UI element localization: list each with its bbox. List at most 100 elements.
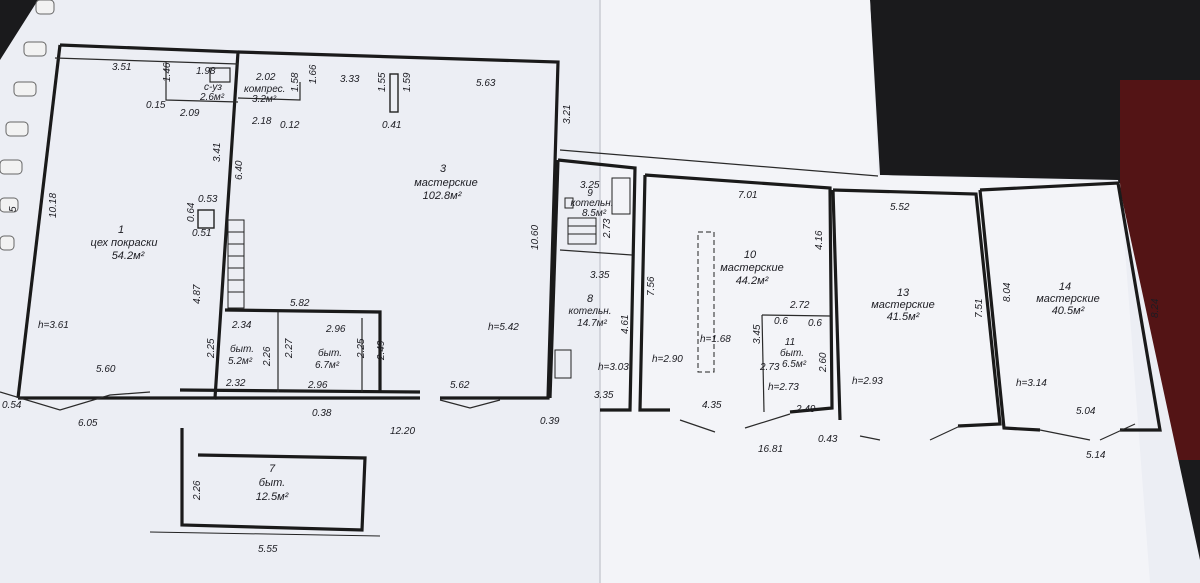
dim-2-25-right: 2.25	[356, 338, 367, 359]
dim-0-51: 0.51	[192, 228, 211, 239]
dim-1-55: 1.55	[377, 72, 388, 92]
dim-12-20: 12.20	[390, 426, 415, 437]
dim-2-60: 2.60	[818, 352, 829, 373]
byt-67-label: быт. 6.7м²	[315, 347, 342, 371]
dim-1-66: 1.66	[308, 64, 319, 84]
dim-8-04: 8.04	[1002, 282, 1013, 302]
room-9-label: 9 котельн. 8.5м²	[570, 188, 613, 219]
compressor-area: 3.2м²	[252, 94, 277, 105]
dim-4-87: 4.87	[192, 284, 203, 304]
byt-52-label: быт. 5.2м²	[228, 343, 254, 367]
room-3-area: 102.8м²	[423, 190, 462, 202]
dim-2-09: 2.09	[179, 108, 200, 119]
room-3-number: 3	[440, 163, 447, 175]
room-13-name: мастерские	[871, 299, 935, 311]
dim-1-46: 1.46	[162, 62, 173, 82]
dim-2-96-bottom: 2.96	[307, 380, 328, 391]
room-14-name: мастерские	[1036, 293, 1100, 305]
dim-5-edge: 5	[8, 206, 19, 212]
room-9-name: котельн.	[570, 198, 613, 209]
room-13-walls	[832, 188, 1002, 428]
byt-67-name: быт.	[318, 347, 342, 359]
room-3-label: 3 мастерские 102.8м² h=5.42	[414, 163, 519, 333]
room-11-area: 6.5м²	[782, 359, 807, 370]
room-14-area: 40.5м²	[1052, 305, 1085, 317]
room-10-label: 10 мастерские 44.2м² h=2.90 h=1.68	[652, 249, 784, 365]
dim-10-18: 10.18	[48, 193, 59, 218]
room-14-number: 14	[1059, 281, 1071, 293]
dim-2-73: 2.73	[759, 362, 780, 373]
dim-3-45: 3.45	[752, 324, 763, 344]
room-3-walls	[237, 50, 560, 400]
dim-5-63: 5.63	[476, 78, 496, 89]
room-1-walls	[18, 43, 240, 400]
room-2-name: с-уз	[204, 82, 222, 93]
dimension-labels: 3.51 1.46 1.98 0.15 2.09 2.02 1.58 1.66 …	[2, 62, 1161, 555]
room-11-name: быт.	[780, 347, 804, 359]
dim-0-38: 0.38	[312, 408, 332, 419]
dim-2-27: 2.27	[284, 338, 295, 359]
dim-2-73-boiler: 2.73	[602, 218, 613, 239]
room-14-label: 14 мастерские 40.5м² h=3.14	[1016, 281, 1100, 389]
dim-5-60: 5.60	[96, 364, 116, 375]
room-11-number: 11	[785, 337, 795, 348]
dim-5-52: 5.52	[890, 202, 910, 213]
room-3-name: мастерские	[414, 177, 478, 189]
dim-4-16: 4.16	[814, 230, 825, 250]
room-2-area: 2.6м²	[199, 92, 225, 103]
dim-0-64: 0.64	[186, 202, 197, 222]
compressor-name: компрес.	[244, 84, 285, 95]
dim-3-41: 3.41	[212, 143, 223, 162]
byt-52-area: 5.2м²	[228, 356, 253, 367]
room-10-walls	[644, 173, 834, 414]
room-8-height: h=3.03	[598, 362, 629, 373]
room-2-label: с-уз 2.6м²	[199, 82, 225, 103]
dim-3-35-bottom: 3.35	[594, 390, 614, 401]
room-8-9-walls	[557, 158, 637, 412]
dim-10-60: 10.60	[530, 225, 541, 250]
dim-0-41: 0.41	[382, 120, 401, 131]
dim-0-53: 0.53	[198, 194, 218, 205]
dim-0-12: 0.12	[280, 120, 300, 131]
dim-1-58: 1.58	[290, 72, 301, 92]
room-8-number: 8	[587, 293, 594, 305]
room-14-walls	[979, 181, 1162, 432]
dim-4-35: 4.35	[702, 400, 722, 411]
room-8-label: 8 котельн. 14.7м² h=3.03	[568, 293, 629, 373]
dim-5-04: 5.04	[1076, 406, 1096, 417]
dim-2-96-top: 2.96	[325, 324, 346, 335]
dim-1-59: 1.59	[402, 72, 413, 92]
room-13-label: 13 мастерские 41.5м² h=2.93	[852, 287, 935, 387]
room-8-name: котельн.	[568, 306, 611, 317]
dim-4-61: 4.61	[620, 315, 631, 334]
dim-16-81: 16.81	[758, 444, 783, 455]
paper-right	[600, 0, 1150, 583]
room-7-area: 12.5м²	[256, 491, 289, 503]
dim-3-21: 3.21	[562, 105, 573, 124]
room-10-number: 10	[744, 249, 757, 261]
room-9-number: 9	[587, 188, 593, 199]
room-10-height: h=2.90	[652, 354, 683, 365]
dim-5-82: 5.82	[290, 298, 310, 309]
byt-rooms-walls	[224, 308, 382, 392]
room-7-number: 7	[269, 463, 276, 475]
room-9-area: 8.5м²	[582, 208, 607, 219]
dim-2-32: 2.32	[225, 378, 246, 389]
dim-0-6-a: 0.6	[774, 316, 788, 327]
dim-2-02: 2.02	[255, 72, 276, 83]
dim-3-35-top: 3.35	[590, 270, 610, 281]
dim-0-54: 0.54	[2, 400, 22, 411]
room-11-label: 11 быт. 6.5м² h=2.73	[768, 337, 807, 393]
dim-2-34: 2.34	[231, 320, 252, 331]
dim-3-33: 3.33	[340, 74, 360, 85]
room-1-label: 1 цех покраски 54.2м² h=3.61	[38, 224, 157, 331]
dim-2-26-a: 2.26	[262, 346, 273, 367]
dim-1-98: 1.98	[196, 66, 216, 77]
extra-height-168: h=1.68	[700, 334, 731, 345]
room-1-number: 1	[118, 224, 124, 236]
room-7-name: быт.	[259, 477, 285, 489]
dim-6-05: 6.05	[78, 418, 98, 429]
compressor-label: компрес. 3.2м²	[244, 84, 285, 105]
room-13-number: 13	[897, 287, 910, 299]
byt-52-name: быт.	[230, 343, 254, 355]
